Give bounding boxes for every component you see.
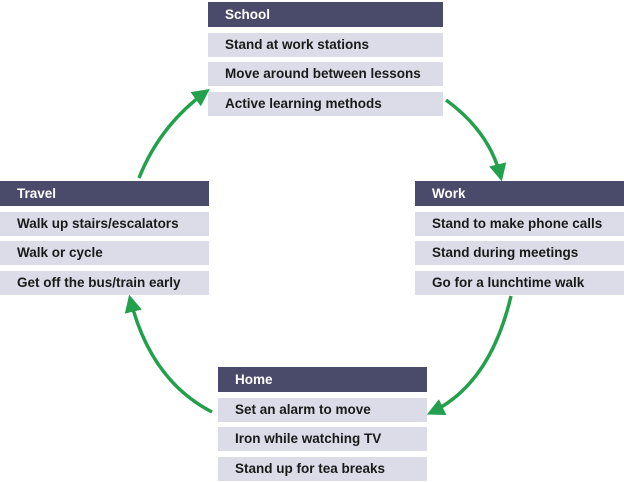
work-item-2: Stand during meetings	[415, 241, 624, 265]
school-item-1: Stand at work stations	[208, 32, 443, 57]
travel-item-3: Get off the bus/train early	[0, 270, 209, 295]
travel-item-2: Walk or cycle	[0, 241, 209, 265]
home-item-3: Stand up for tea breaks	[218, 456, 427, 481]
travel-box: Travel Walk up stairs/escalators Walk or…	[0, 181, 209, 295]
home-item-1: Set an alarm to move	[218, 397, 427, 422]
home-item-2: Iron while watching TV	[218, 427, 427, 451]
arrow-school-to-work	[444, 98, 507, 182]
work-item-1: Stand to make phone calls	[415, 211, 624, 236]
arrow-travel-to-school	[137, 88, 210, 179]
school-item-2: Move around between lessons	[208, 62, 443, 86]
school-header: School	[208, 2, 443, 27]
travel-header: Travel	[0, 181, 209, 206]
arrow-home-to-travel	[124, 294, 213, 414]
work-header: Work	[415, 181, 624, 206]
travel-item-1: Walk up stairs/escalators	[0, 211, 209, 236]
arrow-work-to-home	[426, 295, 513, 415]
home-box: Home Set an alarm to move Iron while wat…	[218, 367, 427, 481]
school-item-3: Active learning methods	[208, 91, 443, 116]
work-item-3: Go for a lunchtime walk	[415, 270, 624, 295]
school-box: School Stand at work stations Move aroun…	[208, 2, 443, 116]
home-header: Home	[218, 367, 427, 392]
work-box: Work Stand to make phone calls Stand dur…	[415, 181, 624, 295]
